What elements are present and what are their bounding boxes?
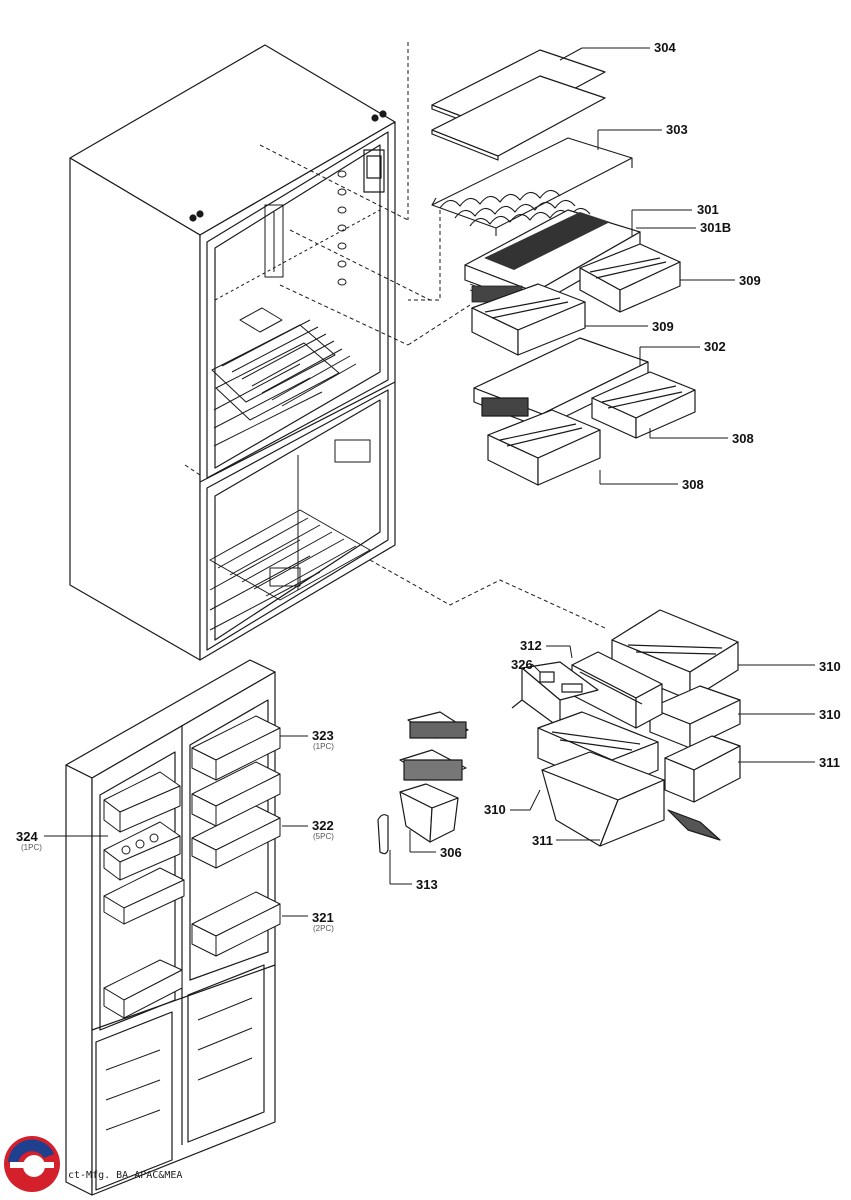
- dashed-connectors: [184, 42, 606, 629]
- footer-text: ct-Mfg. BA APAC&MEA: [68, 1170, 183, 1181]
- qty-323: (1PC): [313, 742, 334, 751]
- label-311-left: 311: [532, 833, 553, 848]
- label-309-left: 309: [652, 319, 674, 334]
- label-311-right: 311: [819, 755, 840, 770]
- glass-shelf-304: [431, 49, 606, 161]
- label-302: 302: [704, 339, 726, 354]
- label-326: 326: [511, 657, 533, 672]
- qty-322: (5PC): [313, 832, 334, 841]
- label-301: 301: [697, 202, 719, 217]
- fridge-cabinet: [69, 44, 396, 661]
- label-309-right: 309: [739, 273, 761, 288]
- label-324: 324: [16, 829, 38, 844]
- label-312: 312: [520, 638, 542, 653]
- label-303: 303: [666, 122, 688, 137]
- freezer-bins: [511, 609, 741, 847]
- label-310-top: 310: [819, 659, 841, 674]
- label-308-left: 308: [682, 477, 704, 492]
- qty-321: (2PC): [313, 924, 334, 933]
- fridge-doors: [65, 659, 281, 1196]
- label-313: 313: [416, 877, 438, 892]
- label-301b: 301B: [700, 220, 732, 235]
- leader-lines: [44, 47, 815, 917]
- brand-logo-icon: [4, 1136, 60, 1192]
- label-310-left: 310: [484, 802, 506, 817]
- small-parts: [377, 711, 469, 855]
- label-306: 306: [440, 845, 462, 860]
- label-310-mid: 310: [819, 707, 841, 722]
- label-308-right: 308: [732, 431, 754, 446]
- crisper-assembly-301: [464, 209, 681, 356]
- label-323: 323: [312, 728, 334, 743]
- label-304: 304: [654, 40, 676, 55]
- label-322: 322: [312, 818, 334, 833]
- label-321: 321: [312, 910, 334, 925]
- crisper-assembly-302: [473, 337, 696, 486]
- qty-324: (1PC): [21, 843, 42, 852]
